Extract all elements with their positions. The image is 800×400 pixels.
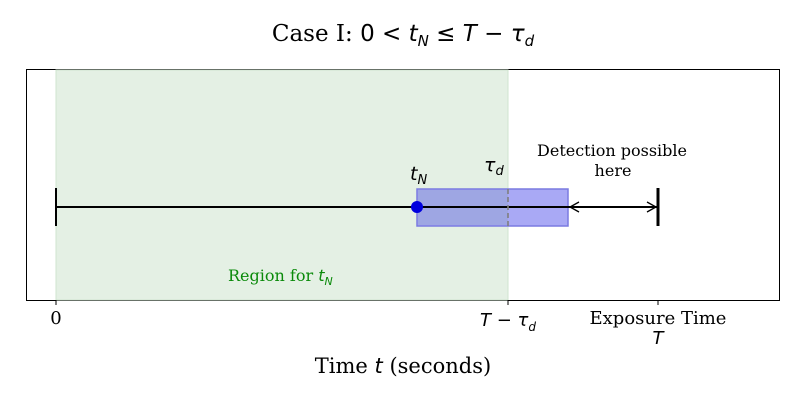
x-tick-label-exposure: Exposure Time: [590, 308, 727, 329]
math-segment: ≤: [429, 21, 463, 47]
math-segment: −: [491, 310, 518, 331]
region-shading: [55, 69, 509, 301]
tN-point: [411, 201, 423, 213]
math-segment: T: [463, 21, 479, 47]
tN-label: tN: [410, 163, 427, 188]
x-tick-label-t-minus-tau: T − τd: [480, 310, 536, 334]
math-segment: d: [528, 320, 536, 334]
math-segment: N: [418, 32, 429, 50]
region-label: Region for tN: [228, 266, 333, 288]
math-segment: d: [525, 32, 535, 50]
tau-d-label: τd: [484, 154, 504, 179]
math-segment: −: [477, 21, 511, 47]
math-segment: 0 <: [360, 21, 409, 47]
math-segment: τ: [518, 310, 529, 331]
x-tick-label-exposure-T: T: [653, 328, 666, 349]
arrow-left-head: [568, 201, 580, 213]
math-segment: T: [480, 310, 493, 331]
math-segment: t: [409, 21, 419, 47]
x-tick-label-zero: 0: [50, 308, 61, 329]
detection-label-line1: Detection possible: [537, 141, 687, 160]
math-segment: τ: [511, 21, 525, 47]
arrow-right-head: [646, 201, 658, 213]
detection-label-line2: here: [595, 161, 632, 180]
diagram-title: Case I: 0 < tN ≤ T − τd: [272, 21, 535, 50]
x-axis-label: Time t (seconds): [315, 354, 491, 378]
